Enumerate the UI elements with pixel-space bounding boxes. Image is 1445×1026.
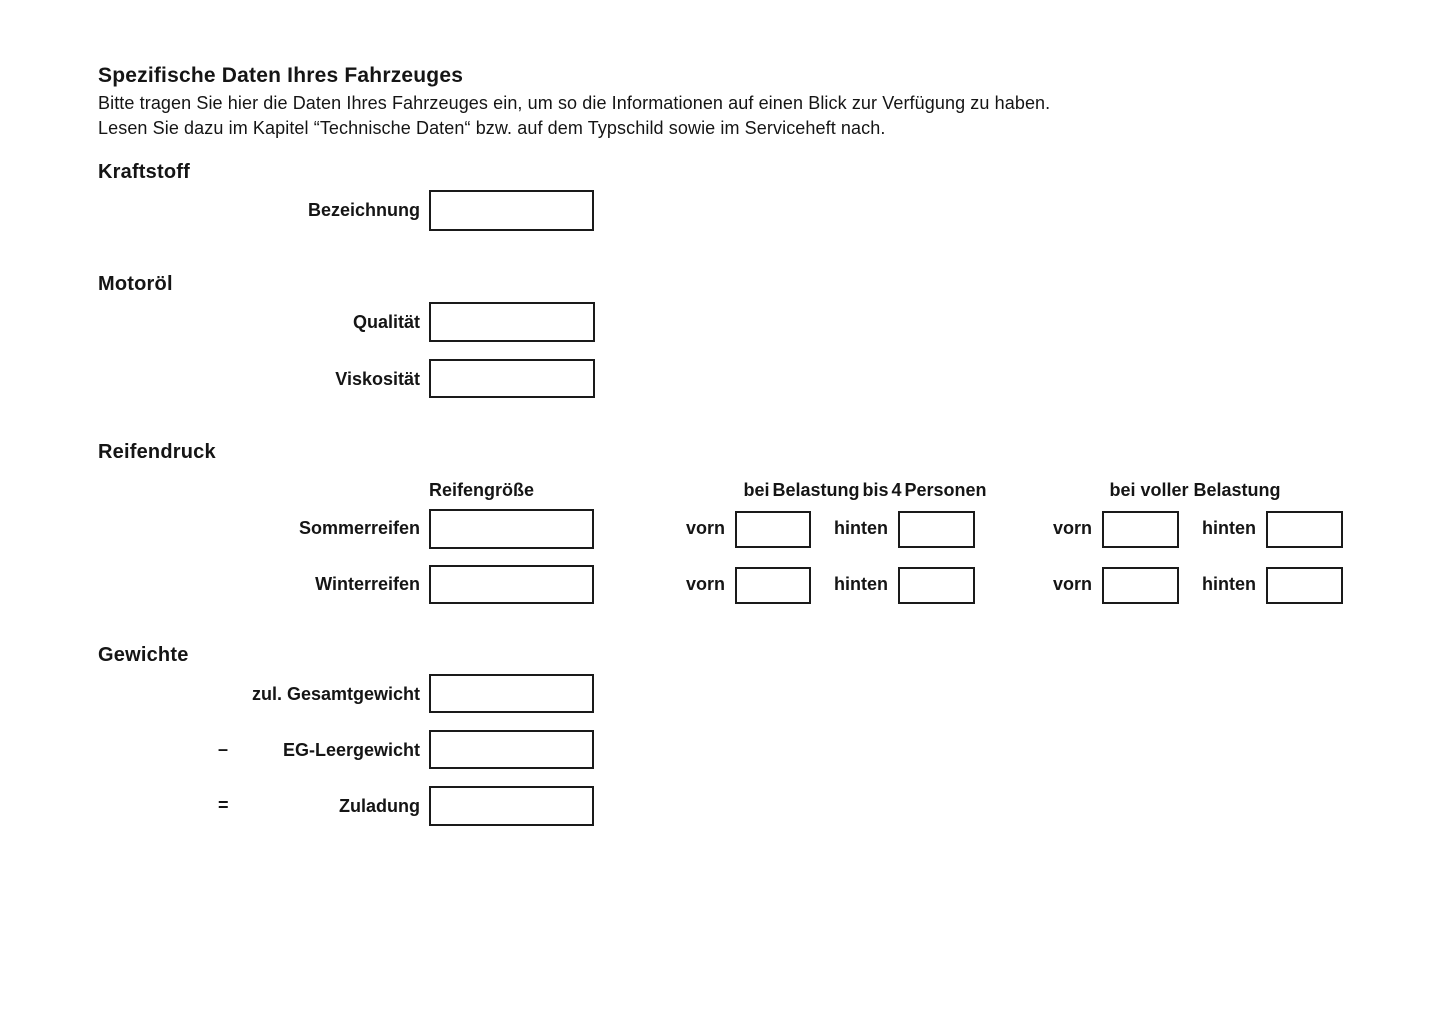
winterreifen-belastung4-vorn-input[interactable] [735,567,811,604]
column-header-belastung-4-personen: bei Belastung bis 4 Personen [743,480,987,500]
sommerreifen-label: Sommerreifen [298,518,420,538]
winterreifen-belastung4-hinten-input[interactable] [898,567,975,604]
sommerreifen-reifengroesse-input[interactable] [429,509,594,549]
winterreifen-voll-vorn-input[interactable] [1102,567,1179,604]
intro-line-1: Bitte tragen Sie hier die Daten Ihres Fa… [98,93,1051,113]
section-gewichte-heading: Gewichte [98,644,189,666]
sommerreifen-voll-hinten-label: hinten [1202,518,1256,538]
leergewicht-label: EG-Leergewicht [282,740,420,760]
bezeichnung-label: Bezeichnung [307,200,420,220]
zuladung-input[interactable] [429,786,594,826]
qualitaet-label: Qualität [352,312,420,332]
kraftstoff-bezeichnung-input[interactable] [429,190,594,231]
winterreifen-voll-hinten-label: hinten [1202,574,1256,594]
sommerreifen-voll-hinten-input[interactable] [1266,511,1343,548]
sommerreifen-belastung4-vorn-label: vorn [685,518,725,538]
winterreifen-voll-hinten-input[interactable] [1266,567,1343,604]
column-header-reifengroesse: Reifengröße [429,480,535,500]
zuladung-label: Zuladung [339,796,420,816]
sommerreifen-voll-vorn-label: vorn [1052,518,1092,538]
minus-operator: – [218,739,229,759]
winterreifen-reifengroesse-input[interactable] [429,565,594,604]
section-reifendruck-heading: Reifendruck [98,441,216,463]
leergewicht-input[interactable] [429,730,594,769]
viskositaet-label: Viskosität [335,369,420,389]
sommerreifen-belastung4-vorn-input[interactable] [735,511,811,548]
winterreifen-label: Winterreifen [315,574,420,594]
motoroel-qualitaet-input[interactable] [429,302,595,342]
equals-operator: = [218,795,229,815]
column-header-volle-belastung: bei voller Belastung [1109,480,1281,500]
intro-line-2: Lesen Sie dazu im Kapitel “Technische Da… [98,118,886,138]
winterreifen-belastung4-hinten-label: hinten [834,574,888,594]
winterreifen-voll-vorn-label: vorn [1052,574,1092,594]
sommerreifen-belastung4-hinten-input[interactable] [898,511,975,548]
motoroel-viskositaet-input[interactable] [429,359,595,398]
gesamtgewicht-label: zul. Gesamtgewicht [251,684,420,704]
page-title: Spezifische Daten Ihres Fahrzeuges [98,64,464,87]
sommerreifen-belastung4-hinten-label: hinten [834,518,888,538]
section-motoroel-heading: Motoröl [98,273,173,295]
section-kraftstoff-heading: Kraftstoff [98,161,190,183]
gesamtgewicht-input[interactable] [429,674,594,713]
sommerreifen-voll-vorn-input[interactable] [1102,511,1179,548]
winterreifen-belastung4-vorn-label: vorn [685,574,725,594]
